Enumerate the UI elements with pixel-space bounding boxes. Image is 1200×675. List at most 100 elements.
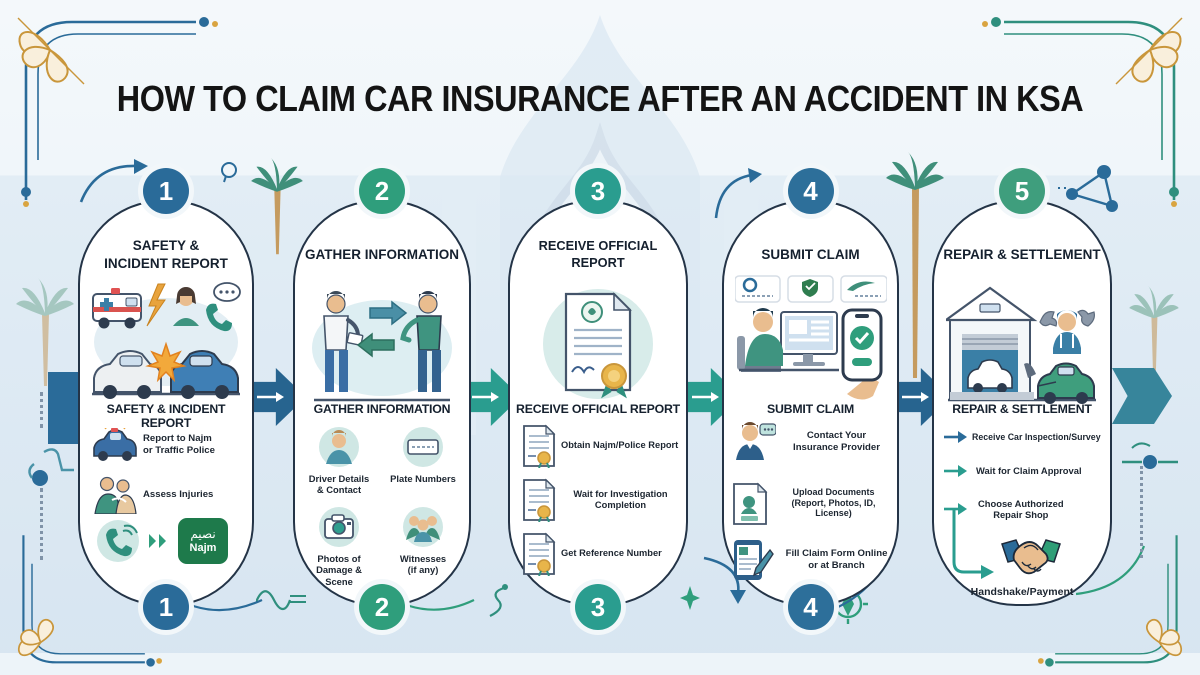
- agent-icon: [736, 422, 776, 460]
- palm-tree-icon: [16, 278, 74, 386]
- lightning-icon: [146, 283, 166, 327]
- report-doc-icon: [523, 478, 556, 522]
- network-dots-icon: [1058, 165, 1118, 212]
- palm-tree-icon: [886, 152, 944, 378]
- item-label: Handshake/Payment: [970, 586, 1074, 598]
- garage-icon: [946, 286, 1038, 401]
- najm-logo: نصيم Najm: [178, 518, 228, 564]
- upload-doc-icon: [733, 482, 768, 525]
- step-5-number-badge: 5: [999, 168, 1045, 214]
- item-label: Wait for Investigation Completion: [573, 488, 668, 510]
- handshake-icon: [1001, 539, 1061, 575]
- step-2-number-badge: 2: [359, 168, 405, 214]
- phone-call-icon: [97, 520, 139, 562]
- item-label: Report to Najm or Traffic Police: [143, 433, 215, 456]
- arrow-bullet-icon: [944, 431, 967, 443]
- item-label: Plate Numbers: [390, 473, 456, 484]
- phone-bubble-icon: [206, 282, 241, 332]
- ambulance-icon: [92, 288, 142, 329]
- step-1-number-badge: 1: [143, 168, 189, 214]
- green-car-icon: [1024, 362, 1095, 404]
- step-card-2: 2 GATHER INFORMATION: [293, 168, 471, 630]
- dotted-line: [40, 392, 43, 428]
- item-label: Upload Documents (Report, Photos, ID, Li…: [791, 486, 876, 519]
- report-doc-icon: [523, 424, 556, 468]
- item-label: Receive Car Inspection/Survey: [972, 431, 1101, 442]
- person-left-icon: [323, 291, 364, 392]
- phone-check-icon: [841, 308, 882, 400]
- item-label: Photos of Damage & Scene: [316, 553, 362, 587]
- person-right-icon: [400, 291, 442, 392]
- najm-logo-latin: Najm: [189, 541, 217, 554]
- najm-logo-arabic: نصيم: [190, 527, 216, 542]
- step-2-bottom-badge: 2: [359, 584, 405, 630]
- accident-scene-illustration: [92, 282, 241, 399]
- driver-icon: [319, 427, 359, 467]
- camera-icon: [319, 507, 359, 547]
- palm-tree-icon: [251, 157, 303, 255]
- step-1-title: SAFETY & INCIDENT REPORT: [104, 238, 228, 271]
- item-label: Wait for Claim Approval: [976, 465, 1082, 477]
- dotted-line: [1140, 466, 1143, 558]
- crashed-cars-illustration: [92, 341, 240, 399]
- person-at-computer-illustration: [736, 308, 839, 372]
- exchange-info-illustration: [312, 291, 452, 402]
- submit-claim-illustration: [734, 275, 887, 400]
- item-label: Fill Claim Form Online or at Branch: [785, 548, 888, 571]
- step-card-5: 5 REPAIR & SETTLEMENT: [932, 168, 1112, 606]
- report-doc-icon: [523, 532, 556, 576]
- step-1-bottom-badge: 1: [143, 584, 189, 630]
- elbow-arrow-icon: [952, 510, 994, 579]
- speech-bubble-doodle-icon: [221, 162, 237, 183]
- item-label: Witnesses (if any): [399, 553, 447, 576]
- exchange-arrows-icon: [356, 300, 408, 358]
- person-icon: [173, 287, 199, 326]
- step-5-title: REPAIR & SETTLEMENT: [943, 247, 1101, 263]
- step-4-title: SUBMIT CLAIM: [761, 247, 860, 263]
- scooter-doodle-icon: [28, 448, 74, 486]
- step-3-header: RECEIVE OFFICIAL REPORT: [516, 402, 680, 416]
- corner-ornament-bottom-left: [17, 535, 162, 667]
- curved-arrow-icon: [79, 159, 148, 203]
- step-3-bottom-badge: 3: [575, 584, 621, 630]
- double-arrow-icon: [149, 534, 166, 548]
- step-4-number-badge: 4: [787, 168, 834, 214]
- step-2-title: GATHER INFORMATION: [305, 247, 459, 263]
- curved-arrow-icon: [703, 556, 746, 604]
- bottom-strip: [0, 653, 1200, 675]
- step-4-header: SUBMIT CLAIM: [766, 402, 855, 416]
- step-3-number-badge: 3: [575, 168, 621, 214]
- palm-tree-icon: [1129, 285, 1179, 379]
- corner-ornament-top-left: [17, 17, 218, 207]
- item-label: Choose Authorized Repair Shop: [978, 498, 1064, 521]
- step-1-header: SAFETY & INCIDENT REPORT: [106, 402, 226, 430]
- corner-ornament-top-right: [982, 17, 1183, 207]
- step-card-1: 1 SAFETY & INCIDENT REPORT: [78, 168, 254, 630]
- certificate-document-icon: [564, 292, 632, 399]
- witnesses-icon: [403, 507, 443, 547]
- item-label: Assess Injuries: [143, 489, 214, 501]
- mechanic-icon: [1039, 309, 1095, 354]
- arrow-bullet-icon: [944, 503, 967, 516]
- police-car-icon: [93, 428, 137, 461]
- step-card-3: 3 RECEIVE OFFICIAL REPORT RECEIVE OFFICI…: [508, 168, 688, 630]
- squiggle-icon: [256, 590, 306, 611]
- step-5-header: REPAIR & SETTLEMENT: [952, 402, 1092, 416]
- insurer-logo-chips: [734, 275, 887, 303]
- curved-arrow-icon: [714, 168, 762, 219]
- item-label: Get Reference Number: [561, 548, 662, 559]
- step-4-bottom-badge: 4: [787, 584, 834, 630]
- claim-form-icon: [734, 540, 774, 580]
- item-label: Obtain Najm/Police Report: [561, 440, 679, 451]
- step-2-header: GATHER INFORMATION: [313, 402, 451, 416]
- infographic-title: HOW TO CLAIM CAR INSURANCE AFTER AN ACCI…: [116, 78, 1084, 119]
- step-3-title: RECEIVE OFFICIAL REPORT: [538, 238, 658, 270]
- assess-injuries-icon: [94, 476, 137, 514]
- network-dots-icon: [1122, 442, 1178, 469]
- step-card-4: 4 SUBMIT CLAIM: [722, 168, 899, 630]
- item-label: Driver Details & Contact: [308, 473, 370, 496]
- plate-icon: [403, 427, 443, 467]
- sparkle-icon: [680, 586, 700, 610]
- official-report-illustration: [543, 289, 653, 399]
